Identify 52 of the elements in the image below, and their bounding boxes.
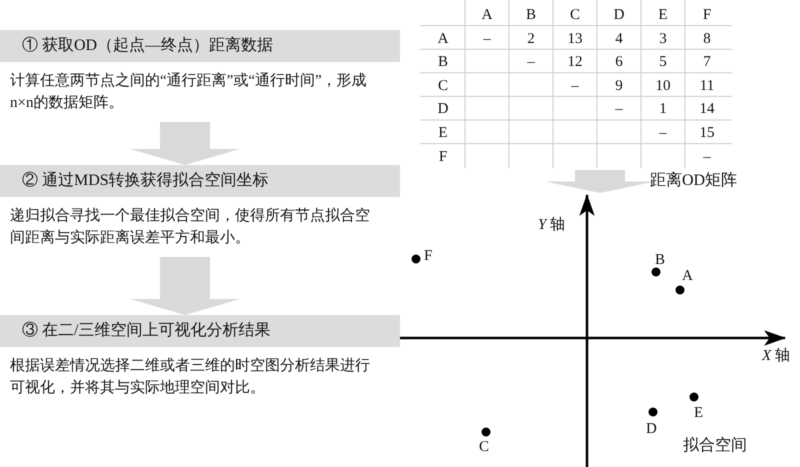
column-header: B	[524, 6, 537, 24]
distance-value: 13	[566, 30, 584, 48]
distance-value: –	[702, 148, 712, 166]
point-label: B	[655, 252, 666, 269]
step-description: 根据误差情况选择二维或者三维的时空图分析结果进行可视化，并将其与实际地理空间对比。	[10, 356, 371, 398]
point-label: D	[646, 421, 657, 438]
distance-value: –	[526, 53, 536, 72]
row-header: C	[436, 76, 449, 95]
distance-value: 10	[654, 76, 672, 95]
column-header: A	[480, 6, 494, 24]
axis-label: X 轴	[762, 348, 790, 365]
point-label: F	[424, 248, 432, 265]
step-description: 递归拟合寻找一个最佳拟合空间，使得所有节点拟合空间距离与实际距离误差平方和最小。	[10, 206, 371, 248]
distance-value: 9	[614, 76, 624, 95]
point-label: A	[682, 268, 693, 285]
distance-value: 6	[614, 53, 624, 72]
distance-value: 15	[698, 124, 716, 142]
distance-value: 8	[702, 30, 712, 48]
block-arrow	[545, 170, 655, 193]
plot-title: 拟合空间	[683, 437, 747, 454]
distance-value: –	[482, 30, 492, 48]
step-heading: ③ 在二/三维空间上可视化分析结果	[0, 315, 400, 347]
column-header: F	[702, 6, 712, 24]
axis-label: Y 轴	[538, 217, 566, 234]
distance-value: 5	[658, 53, 668, 72]
step-heading: ② 通过MDS转换获得拟合空间坐标	[0, 165, 400, 197]
column-header: D	[612, 6, 626, 24]
row-header: E	[437, 124, 449, 142]
distance-value: 12	[566, 53, 584, 72]
block-arrow	[130, 122, 240, 165]
distance-value: 4	[614, 30, 624, 48]
distance-value: 2	[526, 30, 536, 48]
distance-value: 1	[658, 100, 668, 118]
distance-value: 7	[702, 53, 712, 72]
matrix-caption: 距离OD矩阵	[650, 172, 738, 189]
distance-value: 11	[698, 76, 716, 95]
row-header: A	[436, 30, 450, 48]
row-header: D	[436, 100, 450, 118]
column-header: E	[657, 6, 669, 24]
distance-value: –	[658, 124, 668, 142]
step-description: 计算任意两节点之间的“通行距离”或“通行时间”，形成 n×n的数据矩阵。	[10, 71, 368, 113]
point-label: E	[694, 405, 704, 422]
point-label: C	[479, 439, 490, 456]
distance-value: 3	[658, 30, 668, 48]
distance-value: –	[570, 76, 580, 95]
distance-value: –	[614, 100, 624, 118]
column-header: C	[568, 6, 581, 24]
step-heading: ① 获取OD（起点—终点）距离数据	[0, 30, 400, 62]
block-arrow	[130, 257, 240, 315]
row-header: B	[436, 53, 449, 72]
distance-value: 14	[698, 100, 716, 118]
row-header: F	[438, 148, 448, 166]
